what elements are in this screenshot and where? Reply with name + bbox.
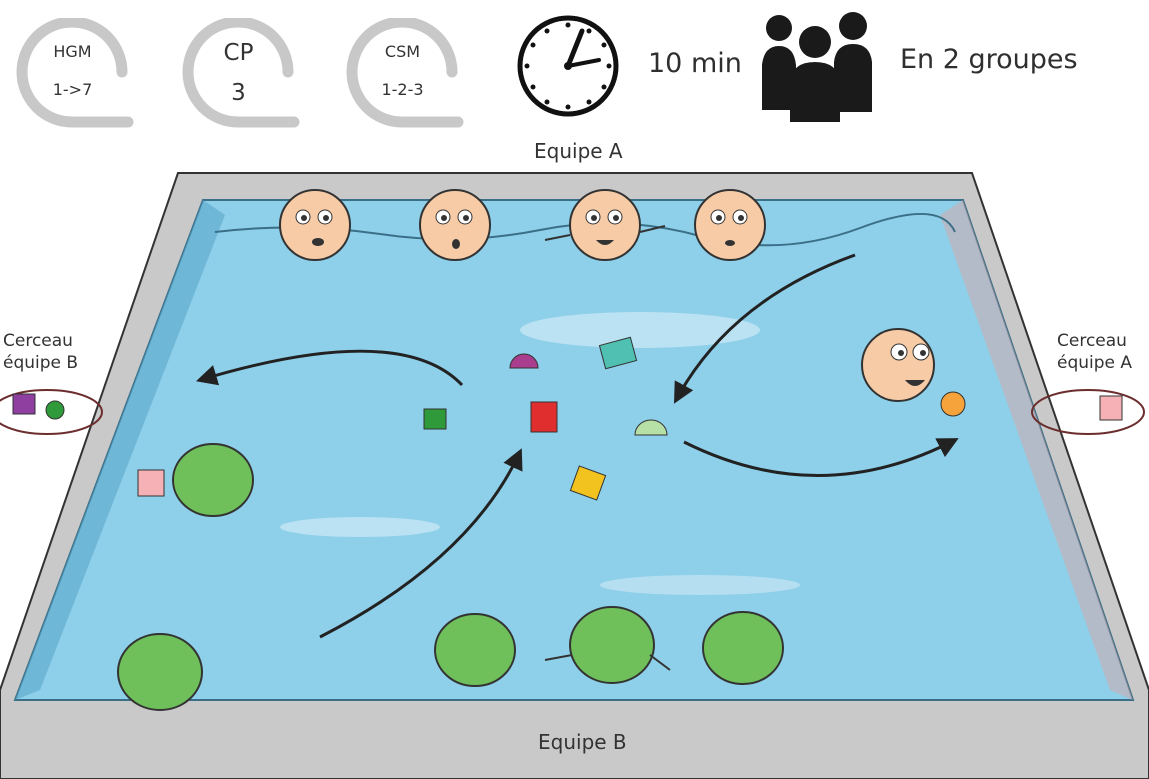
badge-ring-icon (10, 18, 135, 128)
water-reflection (600, 575, 800, 595)
pink-block (138, 470, 164, 496)
hoop-b-line2: équipe B (3, 352, 78, 374)
team-a-label: Equipe A (534, 139, 623, 163)
team-a-player (420, 190, 490, 260)
badge-line1: CP (176, 40, 301, 66)
hoop-b-line1: Cerceau (3, 330, 78, 352)
pink-block-hoop (1100, 396, 1122, 420)
badge-line2: 3 (176, 80, 301, 106)
team-a-player (280, 190, 350, 260)
green-ball (46, 401, 64, 419)
people-icon (760, 10, 872, 122)
green-block (424, 409, 446, 429)
badge-csm: CSM 1-2-3 (340, 18, 465, 128)
groups-label: En 2 groupes (900, 44, 1078, 75)
badge-line2: 1->7 (10, 80, 135, 99)
badge-line1: HGM (10, 42, 135, 61)
hoop-a-line2: équipe A (1057, 352, 1132, 374)
water-reflection (520, 312, 760, 348)
badge-line2: 1-2-3 (340, 80, 465, 99)
badge-ring-icon (176, 18, 301, 128)
hoop-a-line1: Cerceau (1057, 330, 1132, 352)
clock-icon (515, 13, 621, 119)
hoop-a-label: Cerceau équipe A (1057, 330, 1132, 374)
badge-line1: CSM (340, 42, 465, 61)
purple-block (13, 394, 35, 414)
team-b-label: Equipe B (538, 730, 627, 754)
badge-ring-icon (340, 18, 465, 128)
team-a-player (695, 190, 765, 260)
water-reflection (280, 517, 440, 537)
duration-label: 10 min (648, 48, 742, 79)
badge-hgm: HGM 1->7 (10, 18, 135, 128)
orange-ball (941, 392, 965, 416)
red-block (531, 402, 557, 432)
hoop-b-label: Cerceau équipe B (3, 330, 78, 374)
team-a-swimmer (862, 329, 934, 401)
badge-cp: CP 3 (176, 18, 301, 128)
